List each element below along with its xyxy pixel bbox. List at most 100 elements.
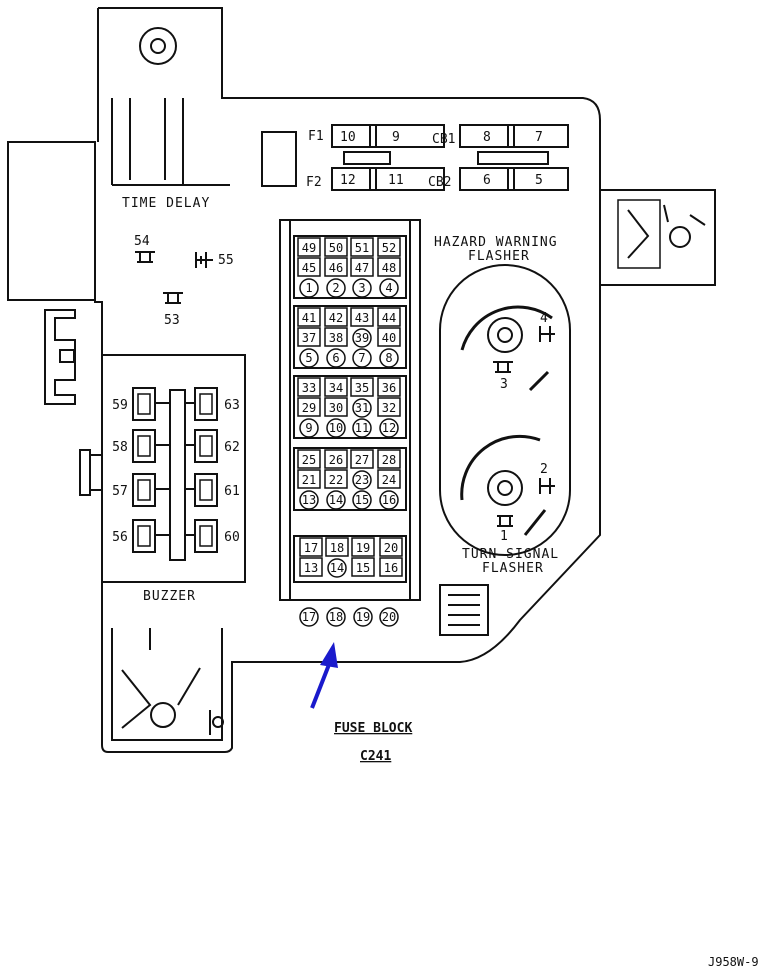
bottom-terminal-18: 18 bbox=[329, 610, 343, 624]
turn-signal-flasher-label: TURN SIGNAL bbox=[462, 547, 559, 562]
cavity-15: 15 bbox=[356, 561, 370, 575]
cavity-40: 40 bbox=[382, 331, 396, 345]
terminal-3: 3 bbox=[358, 281, 365, 295]
cavity-19: 19 bbox=[356, 541, 370, 555]
cavity-31: 31 bbox=[355, 401, 369, 415]
buzzer-socket bbox=[132, 519, 156, 553]
buzzer-socket bbox=[194, 387, 218, 421]
cavity-27: 27 bbox=[355, 453, 369, 467]
cb2-label: CB2 bbox=[428, 175, 451, 190]
hazard-pin-3: 3 bbox=[500, 377, 508, 392]
cavity-13: 13 bbox=[304, 561, 318, 575]
cavity-42: 42 bbox=[329, 311, 343, 325]
bottom-terminal-20: 20 bbox=[382, 610, 396, 624]
fuse-block-title: FUSE BLOCK bbox=[334, 721, 412, 736]
buzzer-pin-57: 57 bbox=[112, 484, 128, 499]
buzzer-pin-62: 62 bbox=[224, 440, 240, 455]
cb-6: 6 bbox=[483, 173, 491, 188]
terminal-1: 1 bbox=[305, 281, 312, 295]
cavity-30: 30 bbox=[329, 401, 343, 415]
cavity-34: 34 bbox=[329, 381, 343, 395]
cb-8: 8 bbox=[483, 130, 491, 145]
cavity-17: 17 bbox=[304, 541, 318, 555]
cavity-46: 46 bbox=[329, 261, 343, 275]
buzzer-pin-60: 60 bbox=[224, 530, 240, 545]
buzzer-socket bbox=[132, 473, 156, 507]
turn-signal-flasher-label-2: FLASHER bbox=[482, 561, 544, 576]
cavity-44: 44 bbox=[382, 311, 396, 325]
cb-5: 5 bbox=[535, 173, 543, 188]
cavity-35: 35 bbox=[355, 381, 369, 395]
cavity-52: 52 bbox=[382, 241, 396, 255]
cavity-24: 24 bbox=[382, 473, 396, 487]
cavity-22: 22 bbox=[329, 473, 343, 487]
terminal-14: 14 bbox=[329, 493, 343, 507]
buzzer-pin-59: 59 bbox=[112, 398, 128, 413]
f2-label: F2 bbox=[306, 175, 322, 190]
buzzer-socket bbox=[132, 429, 156, 463]
cavity-25: 25 bbox=[302, 453, 316, 467]
hazard-flasher-label: HAZARD WARNING bbox=[434, 235, 558, 250]
hazard-flasher-label-2: FLASHER bbox=[468, 249, 530, 264]
terminal-2: 2 bbox=[332, 281, 339, 295]
terminal-11: 11 bbox=[355, 421, 369, 435]
terminal-15: 15 bbox=[355, 493, 369, 507]
terminal-12: 12 bbox=[382, 421, 396, 435]
cavity-18: 18 bbox=[330, 541, 344, 555]
buzzer-socket bbox=[132, 387, 156, 421]
housing-outline bbox=[7, 7, 716, 753]
terminal-10: 10 bbox=[329, 421, 343, 435]
cavity-47: 47 bbox=[355, 261, 369, 275]
bottom-terminal-17: 17 bbox=[302, 610, 316, 624]
cavity-48: 48 bbox=[382, 261, 396, 275]
buzzer-socket bbox=[194, 473, 218, 507]
fuse-12: 12 bbox=[340, 173, 356, 188]
turn-pin-2: 2 bbox=[540, 462, 548, 477]
cb1-label: CB1 bbox=[432, 132, 455, 147]
terminal-53: 53 bbox=[164, 313, 180, 328]
cavity-41: 41 bbox=[302, 311, 316, 325]
terminal-9: 9 bbox=[305, 421, 312, 435]
terminal-5: 5 bbox=[305, 351, 312, 365]
cavity-36: 36 bbox=[382, 381, 396, 395]
buzzer-pin-58: 58 bbox=[112, 440, 128, 455]
buzzer-pin-56: 56 bbox=[112, 530, 128, 545]
fuse-9: 9 bbox=[392, 130, 400, 145]
turn-pin-1: 1 bbox=[500, 529, 508, 544]
cavity-39: 39 bbox=[355, 331, 369, 345]
terminal-7: 7 bbox=[358, 351, 365, 365]
cavity-23: 23 bbox=[355, 473, 369, 487]
cavity-21: 21 bbox=[302, 473, 316, 487]
terminal-6: 6 bbox=[332, 351, 339, 365]
figure-id: J958W-9 bbox=[708, 955, 759, 969]
f1-label: F1 bbox=[308, 129, 324, 144]
cavity-28: 28 bbox=[382, 453, 396, 467]
fuse-block-relay bbox=[261, 131, 297, 187]
connector-id: C241 bbox=[360, 749, 391, 764]
cavity-14: 14 bbox=[330, 561, 344, 575]
cavity-16: 16 bbox=[384, 561, 398, 575]
fuse-11: 11 bbox=[388, 173, 404, 188]
cavity-26: 26 bbox=[329, 453, 343, 467]
hazard-pin-4: 4 bbox=[540, 311, 548, 326]
terminal-4: 4 bbox=[385, 281, 392, 295]
terminal-8: 8 bbox=[385, 351, 392, 365]
buzzer-socket bbox=[194, 429, 218, 463]
cavity-49: 49 bbox=[302, 241, 316, 255]
buzzer-label: BUZZER bbox=[143, 589, 196, 604]
cavity-50: 50 bbox=[329, 241, 343, 255]
cb-7: 7 bbox=[535, 130, 543, 145]
terminal-13: 13 bbox=[302, 493, 316, 507]
buzzer-pin-63: 63 bbox=[224, 398, 240, 413]
cavity-37: 37 bbox=[302, 331, 316, 345]
cavity-45: 45 bbox=[302, 261, 316, 275]
small-terminals bbox=[135, 251, 555, 527]
fuse-10: 10 bbox=[340, 130, 356, 145]
pointer-arrow bbox=[310, 642, 338, 709]
time-delay-label: TIME DELAY bbox=[122, 196, 210, 211]
buzzer-socket bbox=[194, 519, 218, 553]
cavity-51: 51 bbox=[355, 241, 369, 255]
